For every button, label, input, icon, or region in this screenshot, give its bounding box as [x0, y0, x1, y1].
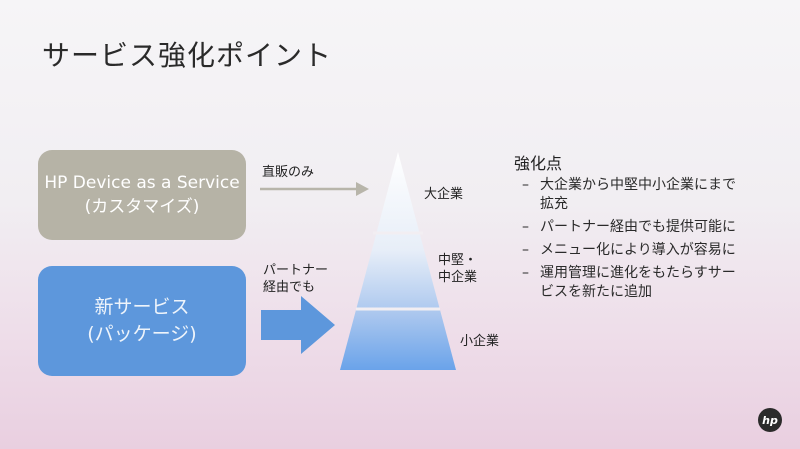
list-item: パートナー経由でも提供可能に — [522, 218, 784, 237]
list-item: 大企業から中堅中小企業にまで 拡充 — [522, 176, 784, 214]
point-4-line-2: ビスを新たに追加 — [540, 284, 652, 300]
partner-label: パートナー 経由でも — [263, 262, 328, 296]
page-title: サービス強化ポイント — [42, 39, 333, 72]
new-service-name: 新サービス — [94, 296, 190, 318]
partner-label-line-2: 経由でも — [263, 280, 316, 295]
direct-sales-arrow — [260, 182, 369, 196]
points-list: 大企業から中堅中小企業にまで 拡充 パートナー経由でも提供可能に メニュー化によ… — [522, 176, 784, 306]
point-3-line-1: メニュー化により導入が容易に — [540, 242, 736, 258]
tier-label-mid-line-1: 中堅・ — [438, 253, 478, 268]
new-service-type: (パッケージ) — [87, 323, 197, 345]
partner-label-line-1: パートナー — [263, 263, 329, 278]
point-1-line-1: 大企業から中堅中小企業にまで — [540, 177, 736, 193]
tier-label-large-line-1: 大企業 — [424, 187, 464, 202]
current-service-name: HP Device as a Service — [44, 173, 240, 193]
point-2-line-1: パートナー経由でも提供可能に — [540, 219, 736, 235]
direct-sales-label: 直販のみ — [262, 165, 315, 180]
tier-label-small-line-1: 小企業 — [460, 334, 500, 349]
new-service-box: 新サービス (パッケージ) — [38, 266, 246, 376]
tier-label-large: 大企業 — [424, 186, 463, 203]
current-service-box: HP Device as a Service (カスタマイズ) — [38, 150, 246, 240]
partner-arrow — [261, 296, 335, 354]
customer-pyramid — [340, 152, 456, 370]
tier-label-small: 小企業 — [460, 333, 499, 350]
point-4-line-1: 運用管理に進化をもたらすサー — [540, 265, 736, 281]
tier-label-mid: 中堅・ 中企業 — [438, 252, 477, 286]
current-service-type: (カスタマイズ) — [84, 197, 200, 217]
tier-label-mid-line-2: 中企業 — [438, 270, 478, 285]
list-item: 運用管理に進化をもたらすサー ビスを新たに追加 — [522, 264, 784, 302]
hp-logo: hp — [758, 408, 782, 432]
point-1-line-2: 拡充 — [540, 196, 568, 212]
points-heading: 強化点 — [514, 154, 563, 173]
list-item: メニュー化により導入が容易に — [522, 241, 784, 260]
